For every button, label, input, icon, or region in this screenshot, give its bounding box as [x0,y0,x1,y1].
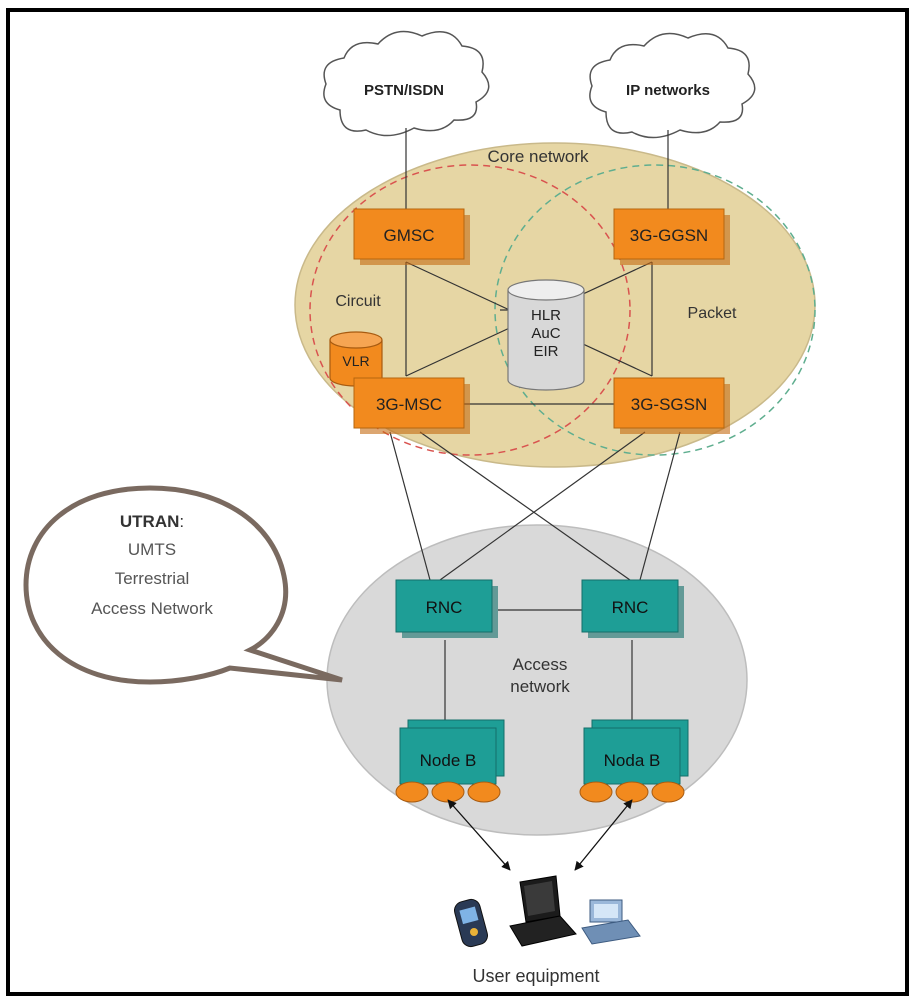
utran-line3: Access Network [91,599,213,618]
circuit-domain-outline [309,164,631,456]
utran-line1: UMTS [128,540,176,559]
auc-label: AuC [531,325,560,342]
antennas-left [395,781,501,803]
ggsn-label: 3G-GGSN [630,226,708,245]
desktop-pc-icon [581,899,641,945]
packet-label: Packet [688,305,737,322]
circuit-label: Circuit [335,293,381,310]
vlr-database [329,331,383,387]
access-network-label-line1: Access [513,655,568,674]
ggsn-node [613,208,730,265]
node-b-left [399,719,505,785]
packet-domain-outline [494,164,816,456]
eir-label: EIR [533,343,558,360]
utran-title: UTRAN: [120,512,184,531]
hlr-auc-eir-database [507,279,585,391]
rnc-left-node [395,579,498,638]
antennas-right [579,781,685,803]
laptop-icon [509,875,577,947]
utran-callout [23,485,343,685]
radio-links [447,799,633,871]
rnc-right-node [581,579,684,638]
sgsn-label: 3G-SGSN [631,395,708,414]
gmsc-label: GMSC [384,226,435,245]
gmsc-node [353,208,470,265]
node-b-right-label: Noda B [604,751,661,770]
mobile-phone-icon [454,898,488,948]
node-b-right [583,719,689,785]
ip-networks-cloud [589,32,756,139]
access-network-label-line2: network [510,677,570,696]
pstn-isdn-label: PSTN/ISDN [364,82,444,99]
node-b-left-label: Node B [420,751,477,770]
msc-node [353,377,470,434]
core-access-links [389,431,681,720]
pstn-isdn-cloud [323,30,490,137]
sgsn-node [613,377,730,434]
vlr-label: VLR [342,353,369,369]
user-equipment-label: User equipment [472,966,599,986]
utran-line2: Terrestrial [115,569,190,588]
ip-networks-label: IP networks [626,82,710,99]
rnc-left-label: RNC [426,598,463,617]
msc-label: 3G-MSC [376,395,442,414]
rnc-right-label: RNC [612,598,649,617]
core-network-label: Core network [487,147,589,166]
hlr-label: HLR [531,307,561,324]
